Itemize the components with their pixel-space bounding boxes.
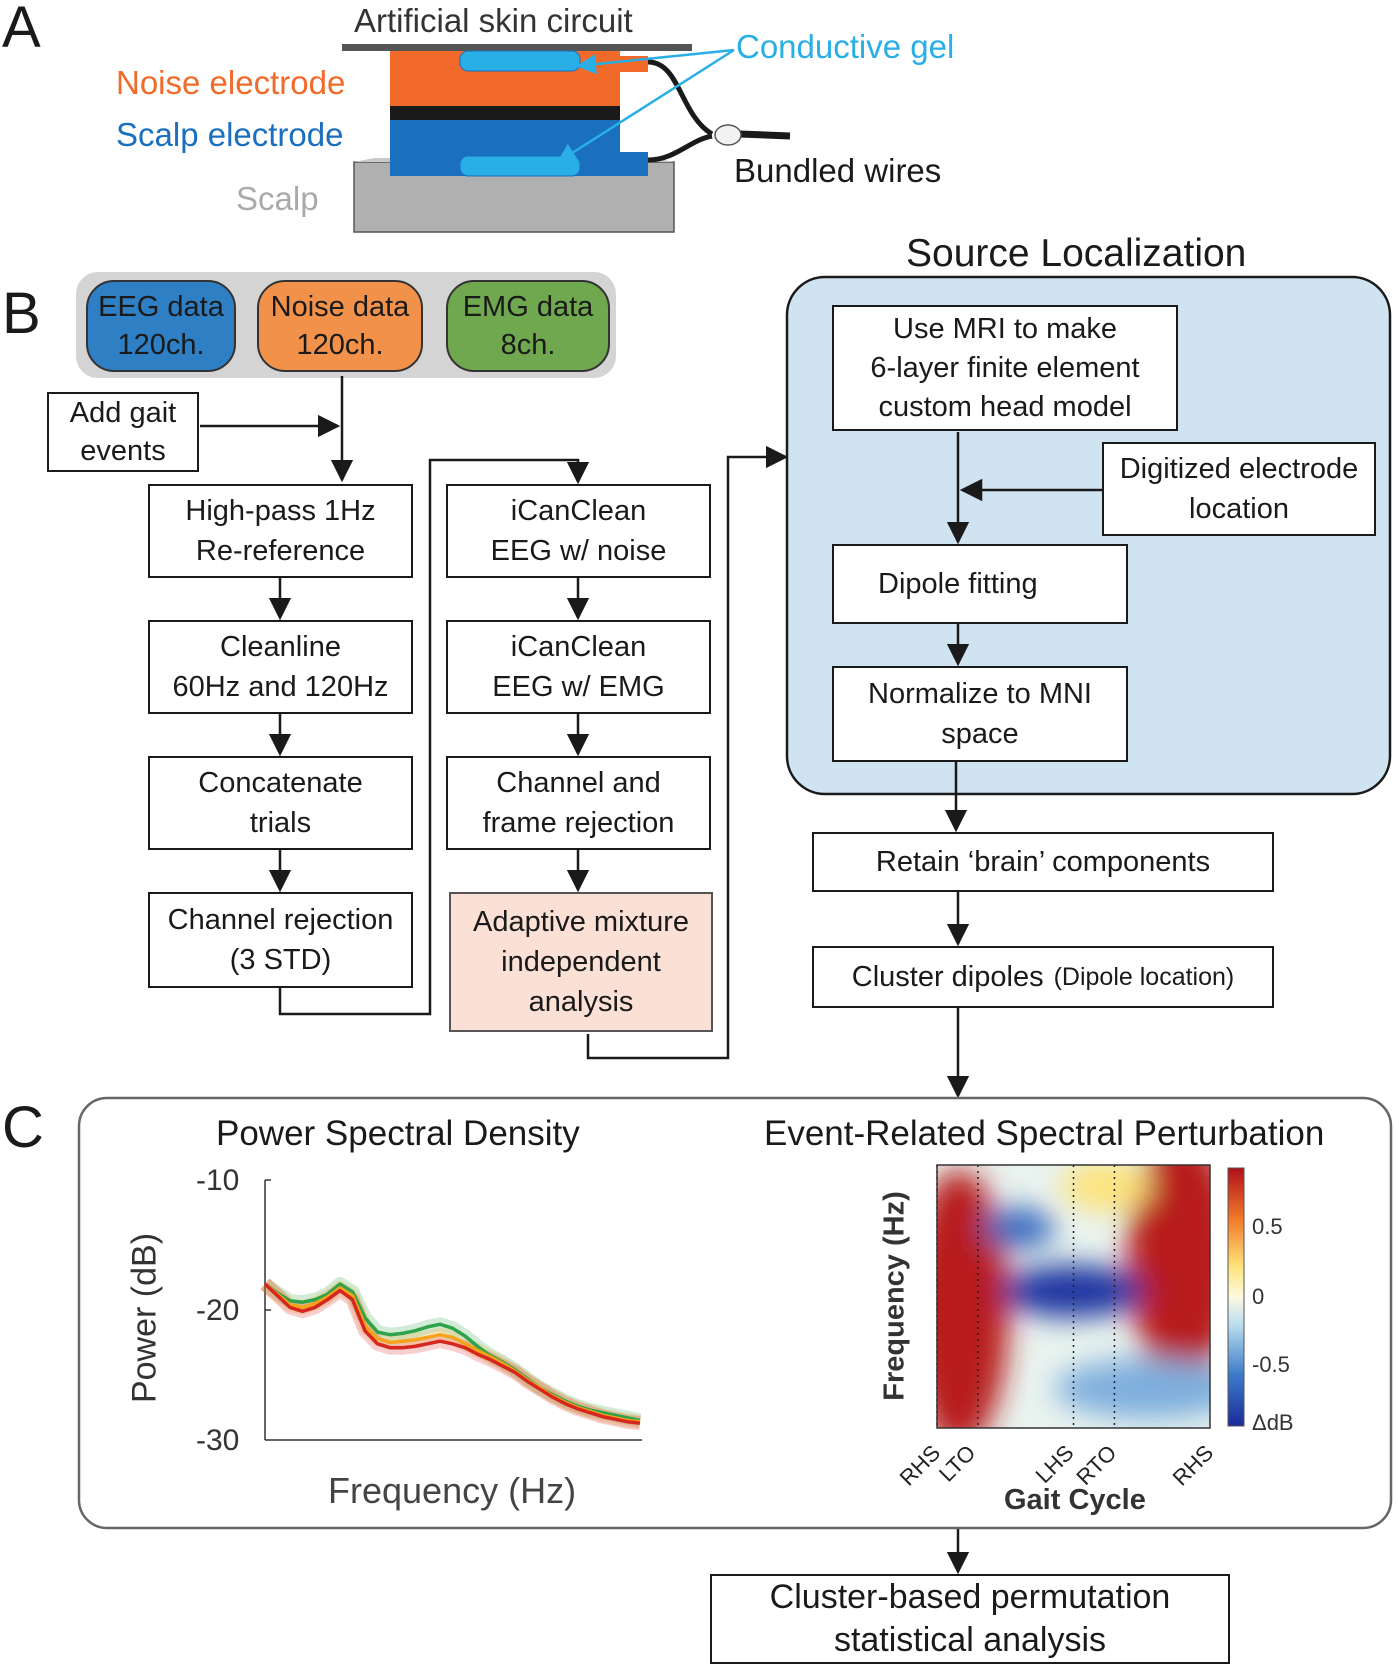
colorbar-tick-neg: -0.5 [1252,1352,1290,1377]
heatmap-blob-1 [1127,1165,1210,1383]
insulator-layer [390,106,620,120]
eeg-data-input: EEG data 120ch. [86,280,236,372]
concatenate-box: Concatenate trials [148,756,413,850]
mri-head-model-box: Use MRI to make 6-layer finite element c… [832,305,1178,431]
emg-data-input: EMG data 8ch. [446,280,610,372]
gel-arrow-top [576,48,735,75]
colorbar-unit: ΔdB [1252,1410,1294,1435]
gel-arrow-bottom [556,48,735,164]
colorbar-tick-pos: 0.5 [1252,1214,1283,1239]
colorbar-tick-zero: 0 [1252,1284,1265,1309]
heatmap-blobs [937,1165,1210,1428]
colorbar [1227,1167,1245,1427]
panel-label-c: C [2,1095,44,1160]
cluster-dipoles-label: Cluster dipoles [851,961,1044,993]
conductive-gel-label: Conductive gel [736,28,955,65]
flow-arrows [200,376,1102,1575]
noise-data-input: Noise data 120ch. [257,280,423,372]
psd-xlabel: Frequency (Hz) [328,1470,577,1511]
noise-electrode-label: Noise electrode [116,64,346,101]
channel-rejection-box: Channel rejection (3 STD) [148,892,413,988]
ersp-xlabel: Gait Cycle [1004,1484,1146,1516]
cluster-dipoles-sub: (Dipole location) [1053,963,1235,991]
ersp-title: Event-Related Spectral Perturbation [764,1114,1325,1153]
channel-frame-rejection-box: Channel and frame rejection [446,756,711,850]
psd-chart [260,1179,642,1441]
noise-wire [647,59,714,137]
dipole-fitting-box: Dipole fitting [832,544,1128,624]
panel-label-b: B [2,281,41,346]
ersp-heatmap [936,1164,1245,1429]
heatmap-frame [936,1164,1211,1429]
amica-box: Adaptive mixture independent analysis [449,892,713,1032]
bundled-wire [739,130,791,140]
artificial-skin-circuit-label: Artificial skin circuit [354,2,633,39]
psd-title: Power Spectral Density [216,1114,580,1153]
retain-brain-box: Retain ‘brain’ components [812,832,1274,892]
scalp-label: Scalp [236,180,319,217]
normalize-mni-box: Normalize to MNI space [832,666,1128,762]
source-localization-title: Source Localization [906,232,1247,275]
icanclean-emg-box: iCanClean EEG w/ EMG [446,620,711,714]
psd-ylabel: Power (dB) [125,1232,164,1404]
psd-ytick-mid: -20 [196,1294,240,1327]
heatmap-blob-3 [982,1208,1055,1249]
heatmap-blob-5 [1061,1165,1152,1212]
heatmap-blob-0 [937,1169,1009,1428]
ersp-ylabel: Frequency (Hz) [878,1191,911,1401]
psd-ytick-top: -10 [196,1164,240,1197]
highpass-box: High-pass 1Hz Re-reference [148,484,413,578]
gel-top [459,50,581,72]
digitized-electrode-box: Digitized electrode location [1102,442,1376,536]
add-gait-events-box: Add gait events [47,392,199,472]
cluster-dipoles-box: Cluster dipoles (Dipole location) [812,946,1274,1008]
psd-line-2 [263,1282,641,1425]
cleanline-box: Cleanline 60Hz and 120Hz [148,620,413,714]
psd-ytick-bottom: -30 [196,1424,240,1457]
bundled-wires-label: Bundled wires [734,152,942,189]
permutation-analysis-box: Cluster-based permutation statistical an… [710,1574,1230,1664]
scalp-electrode-label: Scalp electrode [116,116,344,153]
circuit-bar [342,44,692,51]
gel-bottom [459,155,581,177]
panel-c-frame [77,1096,1393,1530]
scalp-wire [647,133,713,163]
wire-clip [714,124,742,146]
electrode-diagram [342,44,791,233]
heatmap-blob-4 [1054,1358,1210,1419]
icanclean-noise-box: iCanClean EEG w/ noise [446,484,711,578]
scalp-tab [620,152,648,176]
panel-label-a: A [2,0,41,60]
